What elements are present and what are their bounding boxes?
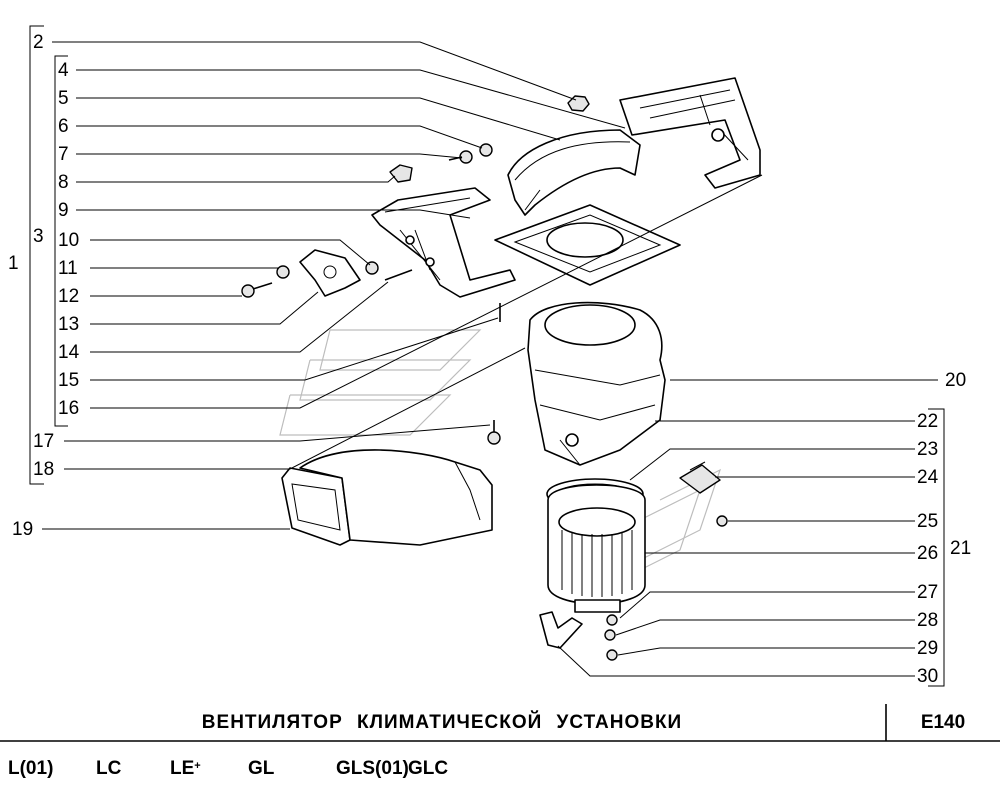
part-13-bracket	[299, 249, 361, 297]
part-26-fan-motor	[547, 484, 646, 613]
callout-13: 13	[58, 314, 79, 335]
leader-lines	[42, 41, 938, 677]
part-5-air-duct	[507, 129, 641, 216]
model-item: GLS(01)	[336, 758, 409, 779]
callout-11: 11	[58, 258, 78, 279]
callout-7: 7	[58, 144, 69, 165]
model-item: LC	[96, 758, 122, 779]
callout-27: 27	[917, 582, 938, 603]
part-6-washer-screw	[479, 143, 493, 157]
group-bracket-21	[928, 408, 945, 687]
callout-9: 9	[58, 200, 69, 221]
part-17-screw	[487, 420, 501, 445]
part-8-clip	[389, 164, 413, 183]
callout-24: 24	[917, 467, 939, 488]
part-27-washer	[606, 614, 618, 626]
model-item: LE+	[170, 758, 201, 779]
part-12-screw	[241, 282, 273, 298]
exploded-parts-diagram: 1 2 3 4 5 6 7 8 9 10 11 12 13 14 15 16 1…	[8, 25, 971, 687]
callout-29: 29	[917, 638, 938, 659]
callout-26: 26	[917, 543, 938, 564]
callout-12: 12	[58, 286, 79, 307]
part-9-housing	[371, 187, 516, 298]
part-10-bushing	[365, 261, 379, 275]
group-bracket-3	[54, 55, 68, 427]
callout-4: 4	[58, 60, 69, 81]
callout-19: 19	[12, 519, 33, 540]
callout-8: 8	[58, 172, 69, 193]
callout-labels: 1 2 3 4 5 6 7 8 9 10 11 12 13 14 15 16 1…	[8, 32, 971, 687]
callout-28: 28	[917, 610, 938, 631]
callout-23: 23	[917, 439, 938, 460]
model-item: GLC	[408, 758, 449, 779]
callout-20: 20	[945, 370, 966, 391]
callout-18: 18	[33, 459, 54, 480]
callout-2: 2	[33, 32, 44, 53]
part-25-screw	[716, 515, 728, 527]
group-bracket-1	[29, 25, 44, 485]
part-14-pin	[384, 269, 413, 281]
part-19-air-duct	[281, 449, 493, 546]
part-filter-frame	[494, 204, 681, 286]
model-item: GL	[248, 758, 275, 779]
callout-17: 17	[33, 431, 54, 452]
diagram-code: E140	[920, 712, 966, 733]
callout-22: 22	[917, 411, 938, 432]
part-29-screw	[606, 649, 618, 661]
title-bar: ВЕНТИЛЯТОР КЛИМАТИЧЕСКОЙ УСТАНОВКИ E140	[0, 704, 1000, 742]
part-28-washer	[604, 629, 616, 641]
diagram-title: ВЕНТИЛЯТОР КЛИМАТИЧЕСКОЙ УСТАНОВКИ	[201, 712, 683, 733]
part-4-upper-bracket	[619, 77, 761, 189]
callout-14: 14	[58, 342, 80, 363]
callout-15: 15	[58, 370, 79, 391]
callout-5: 5	[58, 88, 69, 109]
model-item: L(01)	[8, 758, 54, 779]
part-2-nut	[567, 95, 590, 112]
title-frame	[0, 704, 1000, 742]
callout-30: 30	[917, 666, 938, 687]
callout-10: 10	[58, 230, 79, 251]
callout-1: 1	[8, 253, 19, 274]
part-24-resistor	[679, 461, 721, 494]
callout-25: 25	[917, 511, 938, 532]
callout-16: 16	[58, 398, 79, 419]
part-11-washer	[276, 265, 290, 279]
callout-6: 6	[58, 116, 69, 137]
part-30-hose	[539, 611, 583, 649]
part-blower-housing	[527, 301, 666, 466]
callout-3: 3	[33, 226, 44, 247]
callout-21: 21	[950, 538, 971, 559]
